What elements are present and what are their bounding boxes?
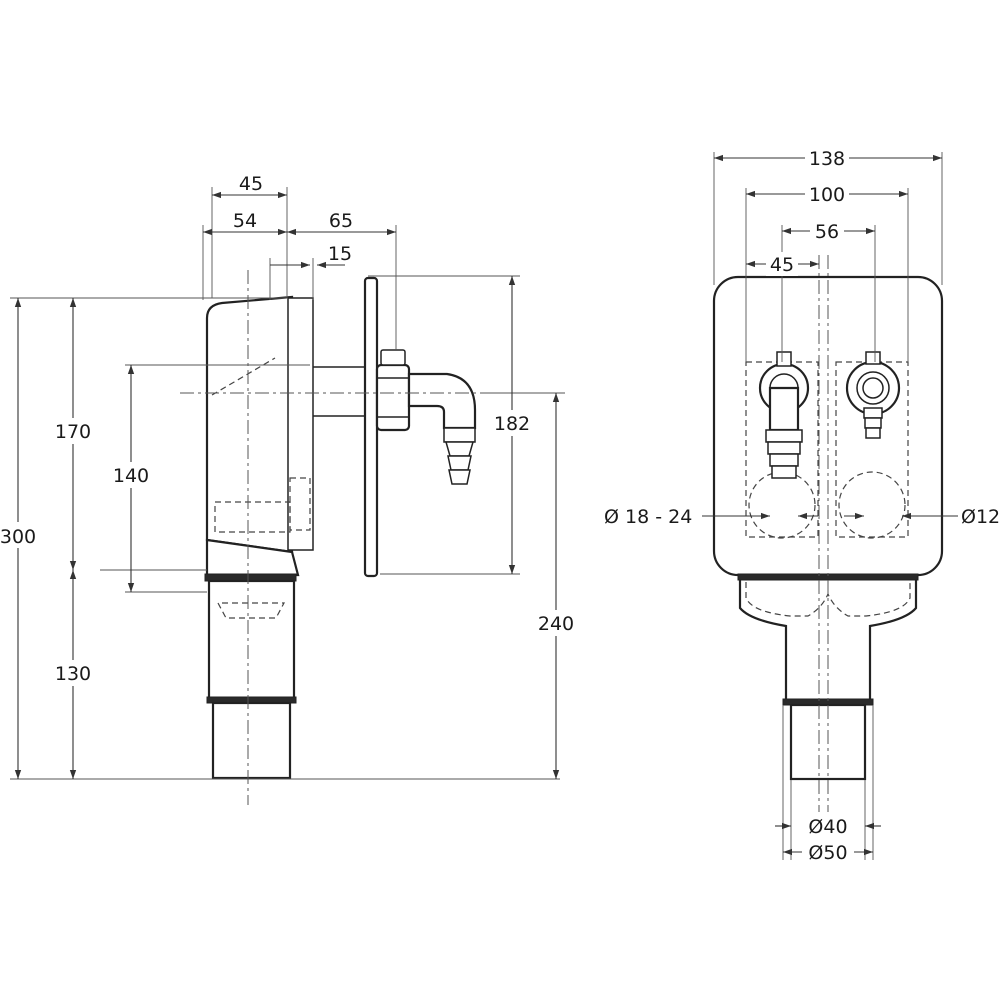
- side-hose-barb: [443, 427, 476, 443]
- dim-side-300: 300: [0, 526, 36, 548]
- side-housing-bottom: [205, 538, 300, 577]
- side-union-nut: [375, 363, 411, 432]
- dim-side-140: 140: [113, 465, 149, 487]
- dim-side-130: 130: [55, 663, 91, 685]
- dim-side-240: 240: [538, 613, 574, 635]
- dim-side-65: 65: [329, 210, 353, 232]
- front-view: 138 100 56 45 Ø 18 - 24 Ø12 Ø40 Ø50: [604, 146, 1000, 864]
- front-left-connector: [758, 351, 810, 479]
- side-view: 45 54 65 15 300 170 130 140 182 240: [0, 173, 578, 805]
- side-housing-rear-plate: [287, 297, 314, 551]
- dim-front-138: 138: [809, 148, 845, 170]
- dim-side-45: 45: [239, 173, 263, 195]
- side-pipe-upper: [207, 579, 296, 701]
- side-cover-plate: [363, 276, 379, 578]
- dim-side-15: 15: [328, 243, 352, 265]
- dim-side-182: 182: [494, 413, 530, 435]
- dim-front-45: 45: [770, 254, 794, 276]
- dim-side-54: 54: [233, 210, 257, 232]
- front-right-connector: [845, 351, 901, 439]
- dim-front-dia-50: Ø50: [808, 842, 847, 864]
- dim-side-170: 170: [55, 421, 91, 443]
- dim-front-dia-18-24: Ø 18 - 24: [604, 506, 692, 528]
- dim-front-100: 100: [809, 184, 845, 206]
- dim-front-dia-12: Ø12: [961, 506, 1000, 528]
- side-housing: [205, 295, 294, 554]
- side-pipe-lower: [211, 701, 292, 780]
- dim-front-dia-40: Ø40: [808, 816, 847, 838]
- side-elbow: [407, 372, 477, 430]
- dim-front-56: 56: [815, 221, 839, 243]
